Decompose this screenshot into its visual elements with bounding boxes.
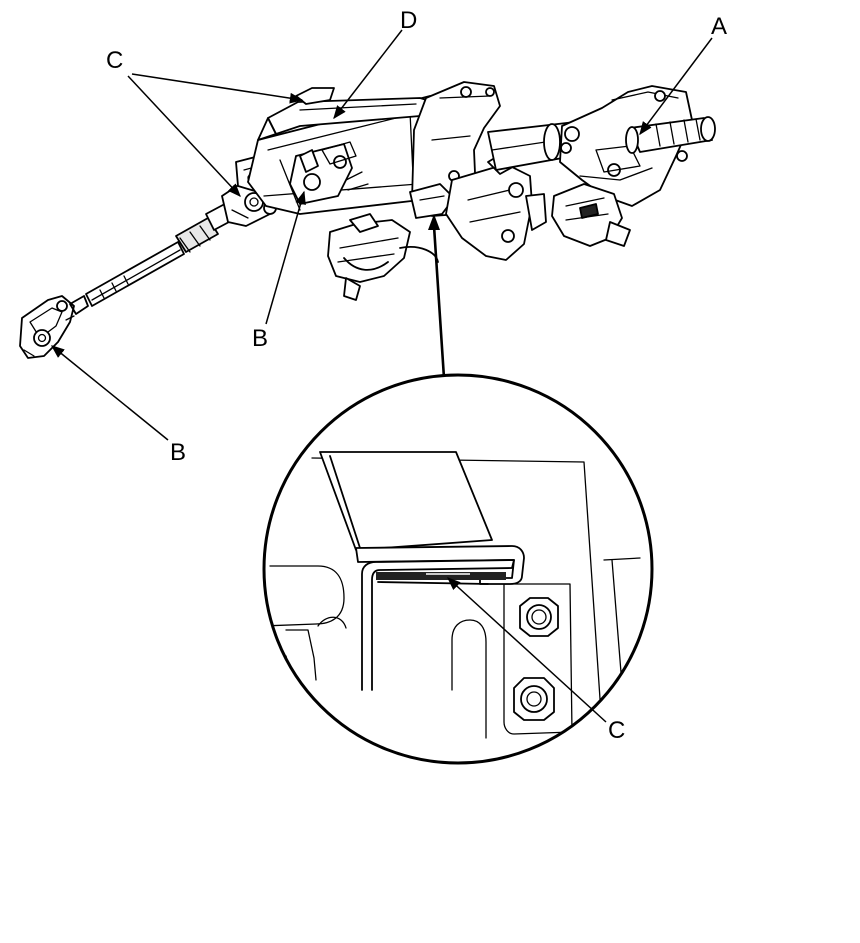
lower-wiring-connector: [327, 213, 439, 301]
detail-bracket-flange: [319, 451, 525, 585]
callout-c-detail: C: [608, 717, 625, 744]
column-housing: [409, 81, 501, 219]
steering-column-assembly: [19, 81, 716, 359]
callout-b-bottom: B: [170, 439, 186, 466]
leader-a: [639, 37, 713, 136]
callout-d: D: [400, 7, 417, 34]
callout-a: A: [711, 13, 727, 40]
side-connector: [551, 183, 631, 247]
leader-d: [333, 29, 403, 120]
callout-b-top: B: [252, 325, 268, 352]
callout-labels: A D C B B C: [106, 7, 727, 744]
leader-c-top-2: [127, 75, 241, 197]
mounting-nut-upper: [519, 597, 559, 637]
leader-c-detail: [447, 577, 607, 723]
detail-leader: [428, 214, 446, 380]
tilt-lock-mechanism: [289, 141, 369, 205]
lower-universal-joint: [19, 295, 89, 359]
ignition-lock-housing: [445, 149, 547, 261]
detail-view: [262, 373, 654, 765]
leader-lines: [50, 29, 713, 723]
detail-clip-tab: [361, 559, 515, 691]
mounting-nut-lower: [513, 677, 555, 721]
leader-c-top-1: [131, 73, 304, 104]
callout-c-top: C: [106, 47, 123, 74]
leader-b-bottom: [50, 345, 169, 441]
leader-b-top: [265, 190, 306, 325]
intermediate-shaft: [85, 197, 245, 307]
detail-circle-border: [262, 373, 654, 765]
